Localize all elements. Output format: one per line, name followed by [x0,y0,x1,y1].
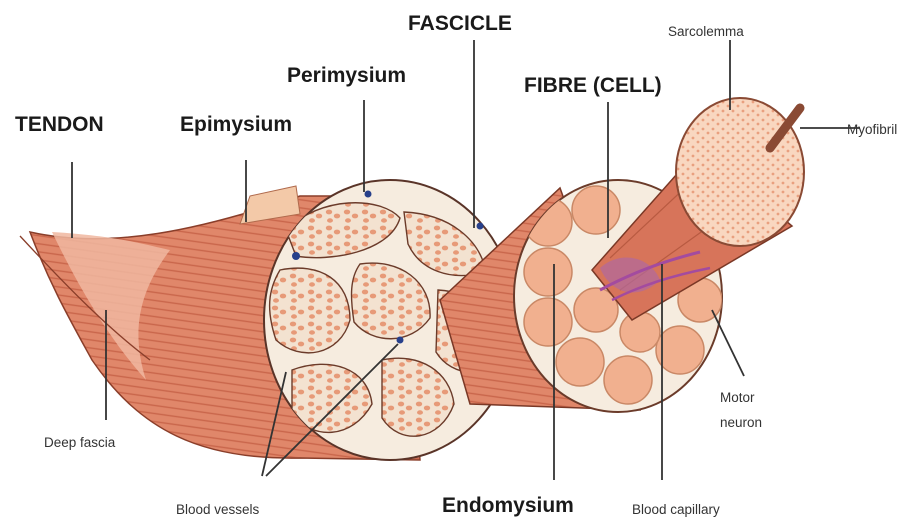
label-motor-neuron-line1: Motor [720,390,755,405]
label-tendon: TENDON [15,113,104,136]
label-endomysium: Endomysium [442,494,574,517]
label-motor-neuron-line2: neuron [720,415,762,430]
label-deep-fascia: Deep fascia [44,435,116,450]
label-fibre: FIBRE (CELL) [524,74,662,97]
label-blood-vessels: Blood vessels [176,502,260,517]
label-epimysium: Epimysium [180,113,292,136]
leader-motor-neuron [712,310,744,376]
label-myofibril: Myofibril [847,122,897,137]
label-sarcolemma: Sarcolemma [668,24,744,39]
label-fascicle: FASCICLE [408,12,512,35]
label-perimysium: Perimysium [287,64,406,87]
label-blood-capillary: Blood capillary [632,502,720,517]
